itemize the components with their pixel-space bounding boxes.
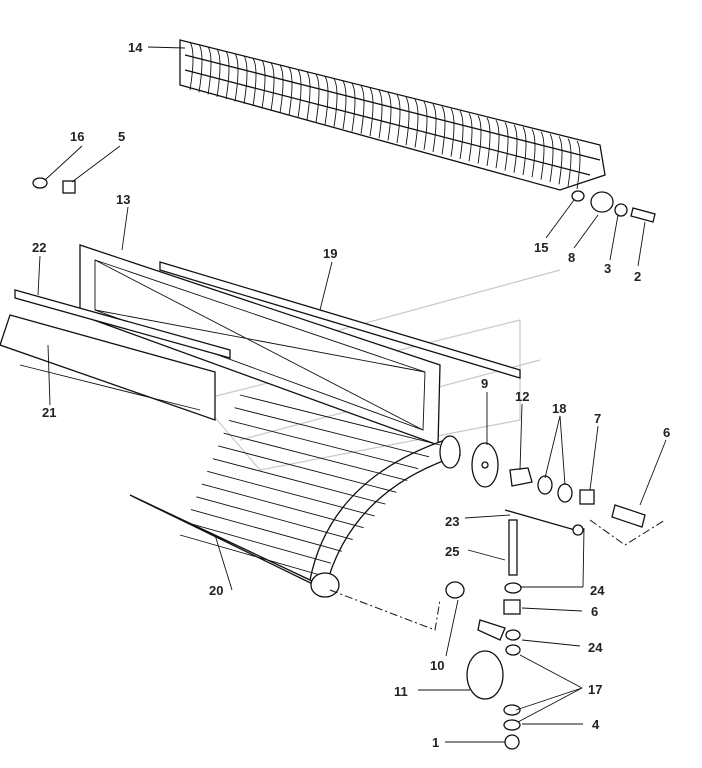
concave-bar <box>228 420 419 470</box>
concave-bar <box>223 432 408 481</box>
grate-tine <box>567 138 572 187</box>
concave-bar <box>234 407 430 458</box>
grate-tine <box>477 115 482 164</box>
grate-tine <box>243 55 248 104</box>
grate-tine <box>297 69 302 118</box>
callout-24-upper: 24 <box>590 583 605 598</box>
callout-21: 21 <box>42 405 56 420</box>
grate-tine <box>351 83 356 132</box>
grate-tine <box>279 64 284 114</box>
callout-19: 19 <box>323 246 337 261</box>
callout-9: 9 <box>481 376 488 391</box>
grate-tine <box>234 53 239 102</box>
callout-12: 12 <box>515 389 529 404</box>
callout-1: 1 <box>432 735 439 750</box>
callout-17: 17 <box>588 682 602 697</box>
grate-tine <box>306 71 311 120</box>
concave-bar <box>190 509 342 552</box>
hardware <box>32 177 666 750</box>
grate-tine <box>324 76 329 125</box>
concave-bar <box>196 496 353 540</box>
callout-18: 18 <box>552 401 566 416</box>
grate-tine <box>189 41 194 91</box>
grate-tine <box>414 99 419 148</box>
grate-tine <box>405 96 410 146</box>
grate-tine <box>558 136 563 185</box>
concave-bar <box>207 470 375 517</box>
callout-20: 20 <box>209 583 223 598</box>
callout-7: 7 <box>594 411 601 426</box>
callout-16: 16 <box>70 129 84 144</box>
grate-tine <box>441 106 446 155</box>
callout-8: 8 <box>568 250 575 265</box>
part-22-strip <box>14 289 231 359</box>
part-21-angle <box>0 314 216 421</box>
grate-tine <box>504 122 509 171</box>
callout-23: 23 <box>445 514 459 529</box>
grate-tine <box>495 119 500 169</box>
grate-tine <box>423 101 428 150</box>
callout-6-lower: 6 <box>591 604 598 619</box>
callout-15: 15 <box>534 240 548 255</box>
grate-tine <box>387 92 392 141</box>
grate-tine <box>450 108 455 157</box>
grate-tine <box>360 85 365 134</box>
concave-bar <box>179 534 321 576</box>
grate-tine <box>288 67 293 116</box>
grate-tine <box>486 117 491 166</box>
grate-tine <box>432 103 437 153</box>
callout-14: 14 <box>128 40 143 55</box>
grate-tine <box>576 140 581 189</box>
concave-bar <box>185 521 332 564</box>
callout-11: 11 <box>394 684 408 699</box>
part-14-grate <box>179 39 606 191</box>
grate-tine <box>396 94 401 143</box>
grate-tine <box>207 46 212 95</box>
grate-tine <box>270 62 275 111</box>
part-13-plate <box>79 244 441 446</box>
grate-tine <box>225 50 230 100</box>
grate-tine <box>522 126 527 176</box>
callout-labels: 14 16 5 13 22 19 15 8 3 2 21 9 12 18 7 6… <box>32 40 670 750</box>
callout-2: 2 <box>634 269 641 284</box>
grate-tine <box>459 110 464 160</box>
grate-tine <box>549 133 554 183</box>
grate-tine <box>315 73 320 123</box>
grate-tine <box>252 57 257 107</box>
grate-tine <box>333 78 338 127</box>
callout-6-upper: 6 <box>663 425 670 440</box>
callout-3: 3 <box>604 261 611 276</box>
concave-bar <box>201 483 364 529</box>
callout-25: 25 <box>445 544 459 559</box>
grate-tine <box>342 80 347 130</box>
concave-bar <box>239 394 441 446</box>
grate-tine <box>261 60 266 109</box>
callout-22: 22 <box>32 240 46 255</box>
grate-tine <box>468 113 473 162</box>
grate-tine <box>378 90 383 139</box>
grate-tine <box>531 129 536 178</box>
grate-tine <box>198 44 203 93</box>
leader-lines <box>37 46 667 743</box>
callout-24-lower: 24 <box>588 640 603 655</box>
part-19-strip <box>159 261 521 379</box>
callout-5: 5 <box>118 129 125 144</box>
grate-tine <box>216 48 221 97</box>
concave-bar <box>218 445 397 493</box>
callout-13: 13 <box>116 192 130 207</box>
grate-tine <box>513 124 518 173</box>
callout-4: 4 <box>592 717 600 732</box>
grate-tine <box>540 131 545 180</box>
grate-tine <box>369 87 374 137</box>
concave-bar <box>212 458 386 505</box>
callout-10: 10 <box>430 658 444 673</box>
